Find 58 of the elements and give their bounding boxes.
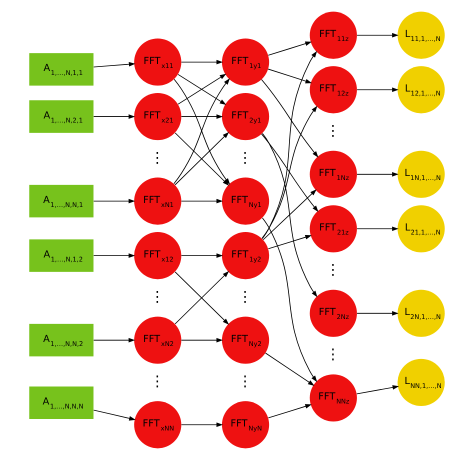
arrow xyxy=(261,79,318,158)
node-circle: L$_{12,1,…,N}$ xyxy=(398,66,445,114)
node-circle: FFT$_{xN1}$ xyxy=(134,178,182,225)
arrow xyxy=(93,62,136,68)
arrow xyxy=(262,218,318,382)
arrow xyxy=(181,60,223,64)
node-box: A$_{1,…,N,N,N}$ xyxy=(29,386,94,420)
label: ⋮ xyxy=(150,149,165,166)
arrow xyxy=(356,311,399,316)
node-circle: L$_{NN,1,…,N}$ xyxy=(398,358,445,406)
arrow xyxy=(93,198,136,204)
arrow xyxy=(268,68,312,84)
arrow xyxy=(262,106,318,239)
arrow xyxy=(181,198,223,204)
arrow xyxy=(356,32,399,38)
label: ⋮ xyxy=(238,149,252,166)
node-circle: FFT$_{x21}$ xyxy=(134,93,182,140)
node-circle: FFT$_{xN2}$ xyxy=(134,316,182,364)
label: ⋮ xyxy=(238,288,252,306)
label: ⋮ xyxy=(150,288,165,306)
arrow xyxy=(262,51,318,239)
label: ⋮ xyxy=(238,373,252,390)
arrow xyxy=(181,253,223,258)
arrow xyxy=(93,338,136,342)
label: ⋮ xyxy=(150,373,165,390)
arrow xyxy=(268,404,312,418)
arrow xyxy=(268,235,312,250)
arrow xyxy=(268,41,312,56)
node-box: A$_{1,…,N,2,1}$ xyxy=(29,100,94,133)
arrow xyxy=(356,87,399,92)
arrow xyxy=(93,253,136,258)
label: ⋮ xyxy=(326,346,340,364)
node-box: A$_{1,…,N,N,1}$ xyxy=(29,184,94,218)
node-circle: L$_{11,1,…,N}$ xyxy=(398,12,445,59)
node-circle: FFT$_{x12}$ xyxy=(134,232,182,280)
arrow xyxy=(356,226,399,232)
arrow xyxy=(356,172,399,177)
node-circle: L$_{1N,1,…,N}$ xyxy=(398,150,445,198)
arrow xyxy=(181,114,223,119)
node-circle: FFT$_{x11}$ xyxy=(134,38,182,86)
node-box: A$_{1,…,N,1,1}$ xyxy=(29,53,94,86)
label: ⋮ xyxy=(326,262,340,279)
arrow xyxy=(262,189,317,240)
arrow xyxy=(181,422,223,428)
node-circle: L$_{21,1,…,N}$ xyxy=(398,205,445,252)
arrow xyxy=(265,352,314,386)
arrow xyxy=(181,338,223,342)
node-box: A$_{1,…,N,1,2}$ xyxy=(29,239,94,272)
node-circle: L$_{2N,1,…,N}$ xyxy=(398,290,445,337)
label: ⋮ xyxy=(326,122,340,140)
arrow xyxy=(356,385,400,394)
node-circle: FFT$_{NyN}$ xyxy=(222,401,270,448)
node-box: A$_{1,…,N,N,2}$ xyxy=(29,324,94,356)
arrow xyxy=(261,134,318,212)
arrow xyxy=(262,132,318,298)
arrow xyxy=(93,410,136,421)
arrow xyxy=(93,114,136,119)
node-circle: FFT$_{xNN}$ xyxy=(134,401,182,448)
